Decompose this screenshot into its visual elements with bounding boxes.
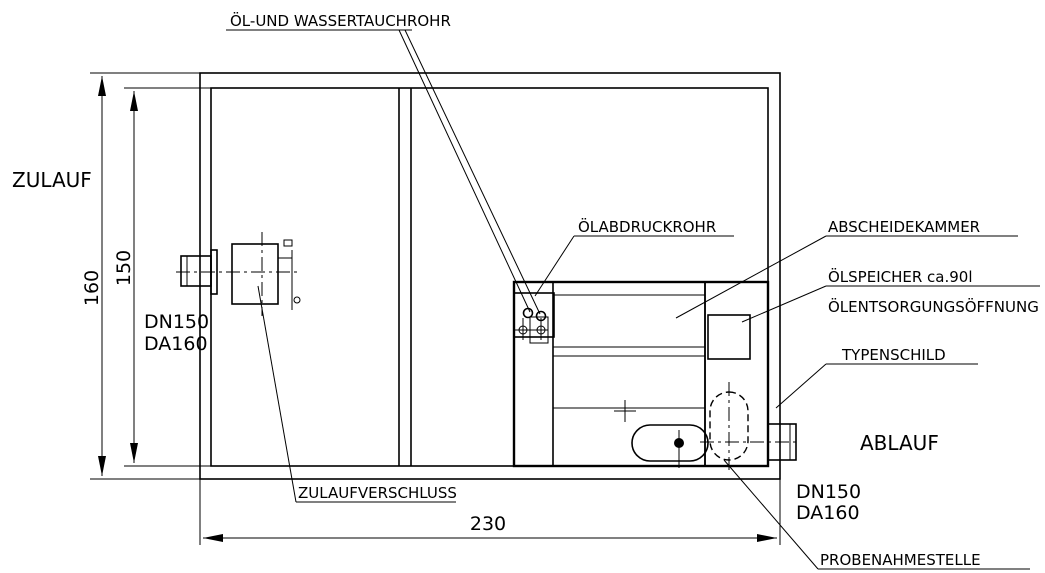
length-label: 230 <box>470 513 506 535</box>
dimension-inner-height: 150 <box>113 87 211 467</box>
dimension-length: 230 <box>199 479 781 545</box>
dimension-outer-height: 160 <box>81 72 200 480</box>
inlet-da-label: DA160 <box>144 333 208 355</box>
tank-inner-wall <box>210 87 769 467</box>
outlet-label: ABLAUF <box>860 431 939 455</box>
separation-unit <box>512 280 770 468</box>
outlet-da-label: DA160 <box>796 502 860 524</box>
inlet-dn-label: DN150 <box>144 311 209 333</box>
sampling-point-label: PROBENAHMESTELLE <box>820 551 981 569</box>
oil-pressure-pipe-label: ÖLABDRUCKROHR <box>578 217 716 236</box>
inlet-pipe <box>176 232 301 316</box>
inner-height-label: 150 <box>113 250 135 286</box>
type-plate-label: TYPENSCHILD <box>841 346 946 364</box>
outlet-dn-label: DN150 <box>796 481 861 503</box>
outlet-pipe <box>700 382 800 470</box>
inlet-closure-label: ZULAUFVERSCHLUSS <box>298 484 457 502</box>
oil-disposal-opening <box>707 314 751 360</box>
oil-water-dip-pipe-label: ÖL-UND WASSERTAUCHROHR <box>230 11 451 30</box>
inlet-label: ZULAUF <box>12 168 92 192</box>
tank-outer-wall <box>199 72 781 480</box>
leader-lines <box>226 29 1040 570</box>
separation-chamber-label: ABSCHEIDEKAMMER <box>828 218 980 236</box>
tank-body <box>199 72 781 480</box>
oil-storage-label: ÖLSPEICHER ca.90l <box>828 267 973 286</box>
oil-disposal-opening-label: ÖLENTSORGUNGSÖFFNUNG <box>828 297 1039 316</box>
sampling-point <box>631 424 709 468</box>
inlet-closure-body <box>231 243 279 305</box>
outer-height-label: 160 <box>81 270 103 306</box>
